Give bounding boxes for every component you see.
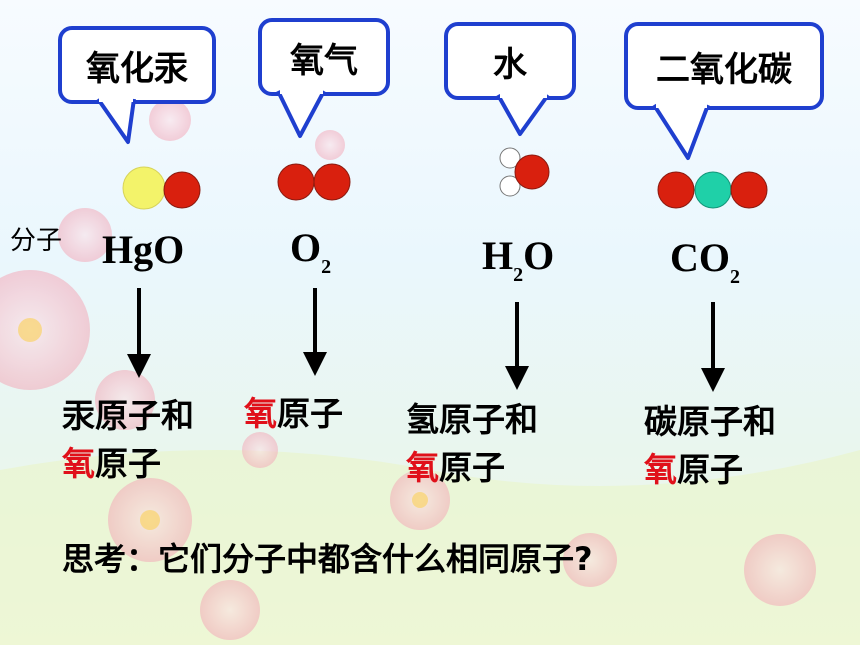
- water-molecule: [499, 147, 550, 197]
- arrow-down-icon: [701, 302, 725, 392]
- highlight-text: 氧: [406, 448, 439, 487]
- formula-h2o-subscript: 2: [513, 264, 524, 286]
- description-text: 汞原子和: [62, 396, 194, 435]
- bubble-water: 水: [444, 22, 576, 100]
- formula-hgo: HgO: [102, 226, 184, 273]
- description-text: 氢原子和: [406, 400, 538, 439]
- description-line: 氧原子: [644, 446, 776, 494]
- description-line: 氧原子: [62, 440, 194, 488]
- oxygen-molecule: [277, 163, 351, 201]
- description-line: 汞原子和: [62, 392, 194, 440]
- formula-co2-subscript: 2: [730, 266, 740, 288]
- formula-h2o: H2O: [482, 232, 555, 286]
- description-text: 碳原子和: [644, 402, 776, 441]
- highlight-text: 氧: [244, 394, 277, 433]
- description-water: 氢原子和 氧原子: [406, 396, 538, 492]
- description-line: 氧原子: [244, 390, 343, 438]
- formula-hgo-main: HgO: [102, 227, 185, 272]
- formula-co2: CO2: [670, 234, 740, 288]
- highlight-text: 氧: [62, 444, 95, 483]
- mercury-oxide-molecule: [122, 166, 201, 210]
- description-line: 氢原子和: [406, 396, 538, 444]
- bubble-carbon-dioxide: 二氧化碳: [624, 22, 824, 110]
- description-text: 原子: [277, 394, 343, 433]
- highlight-text: 氧: [644, 450, 677, 489]
- description-line: 碳原子和: [644, 398, 776, 446]
- formula-co2-main: CO: [670, 235, 730, 280]
- formula-h2o-o: O: [523, 233, 555, 278]
- carbon-dioxide-molecule: [657, 171, 768, 209]
- description-carbon-dioxide: 碳原子和 氧原子: [644, 398, 776, 494]
- bubble-mercury-oxide: 氧化汞: [58, 26, 216, 104]
- arrow-down-icon: [303, 288, 327, 376]
- description-mercury-oxide: 汞原子和 氧原子: [62, 392, 194, 488]
- formula-h2o-h: H: [482, 233, 514, 278]
- formula-o2: O2: [290, 224, 331, 278]
- bubble-oxygen: 氧气: [258, 18, 390, 96]
- description-line: 氧原子: [406, 444, 538, 492]
- arrow-down-icon: [127, 288, 151, 378]
- formula-o2-main: O: [290, 225, 322, 270]
- formula-o2-subscript: 2: [321, 256, 332, 278]
- arrow-down-icon: [505, 302, 529, 390]
- description-text: 原子: [439, 448, 505, 487]
- molecule-label: 分子: [10, 226, 63, 256]
- description-text: 原子: [95, 444, 161, 483]
- question-text: 思考：它们分子中都含什么相同原子?: [62, 540, 593, 578]
- description-oxygen: 氧原子: [244, 390, 343, 438]
- description-text: 原子: [677, 450, 743, 489]
